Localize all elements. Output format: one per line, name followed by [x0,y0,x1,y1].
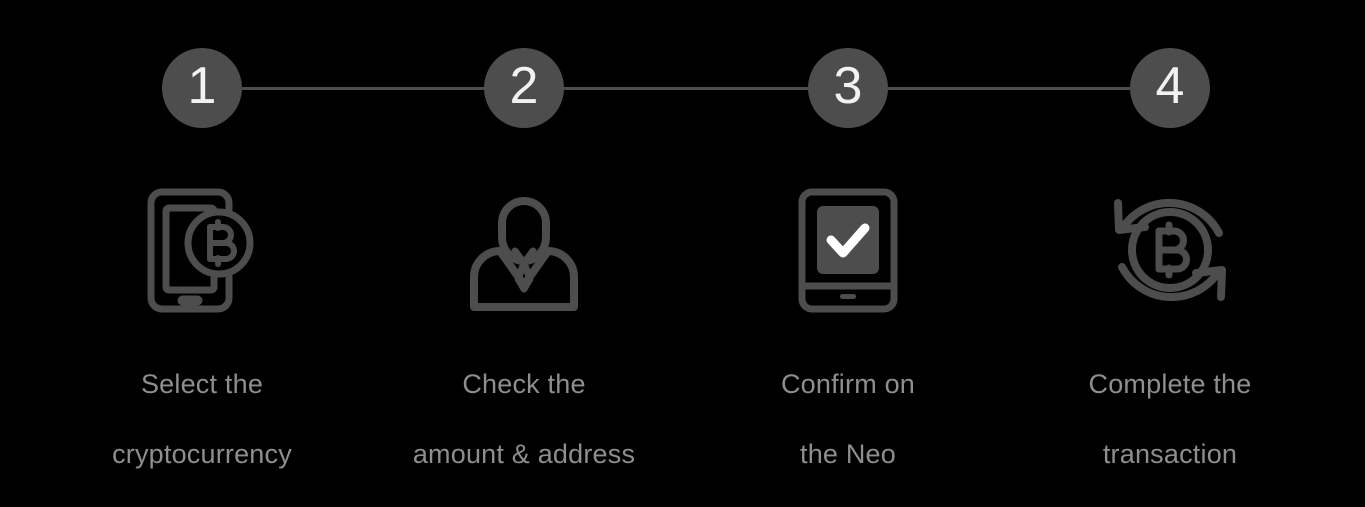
step-number-4: 4 [1155,57,1185,115]
step-icon-2 [444,185,604,315]
phone-checkmark-icon [798,188,898,312]
step-caption-4: Complete the transaction [1000,332,1340,507]
bitcoin-refresh-icon [1113,198,1226,302]
step-number-2: 2 [509,57,539,115]
step-caption-3: Confirm on the Neo [678,332,1018,507]
step-caption-2: Check the amount & address [354,332,694,507]
step-circle-3[interactable]: 3 [808,48,888,128]
step-circle-2[interactable]: 2 [484,48,564,128]
connector-line-3-4 [888,87,1130,90]
stepper-progress-graphic: 1 Select the cryptocurrency 2 [112,48,1251,469]
step-icon-3 [768,185,928,315]
step-caption-4-line1: Complete the [1088,369,1252,399]
step-caption-1-line1: Select the [140,369,264,399]
step-icon-1 [122,185,282,315]
step-caption-2-line1: Check the [462,369,586,399]
step-circle-4[interactable]: 4 [1130,48,1210,128]
phone-bitcoin-icon [147,188,254,312]
person-suit-icon [470,197,578,311]
step-caption-1-line2: cryptocurrency [112,439,292,469]
step-circle-1[interactable]: 1 [162,48,242,128]
step-caption-2-line2: amount & address [412,439,636,469]
step-caption-3-line1: Confirm on [780,369,916,399]
connector-line-2-3 [564,87,808,90]
step-caption-3-line2: the Neo [800,439,896,469]
step-number-1: 1 [187,57,217,115]
step-number-3: 3 [833,57,863,115]
step-caption-4-line2: transaction [1102,439,1238,469]
connector-line-1-2 [242,87,484,90]
step-caption-1: Select the cryptocurrency [32,332,372,507]
step-icon-4 [1090,185,1250,315]
